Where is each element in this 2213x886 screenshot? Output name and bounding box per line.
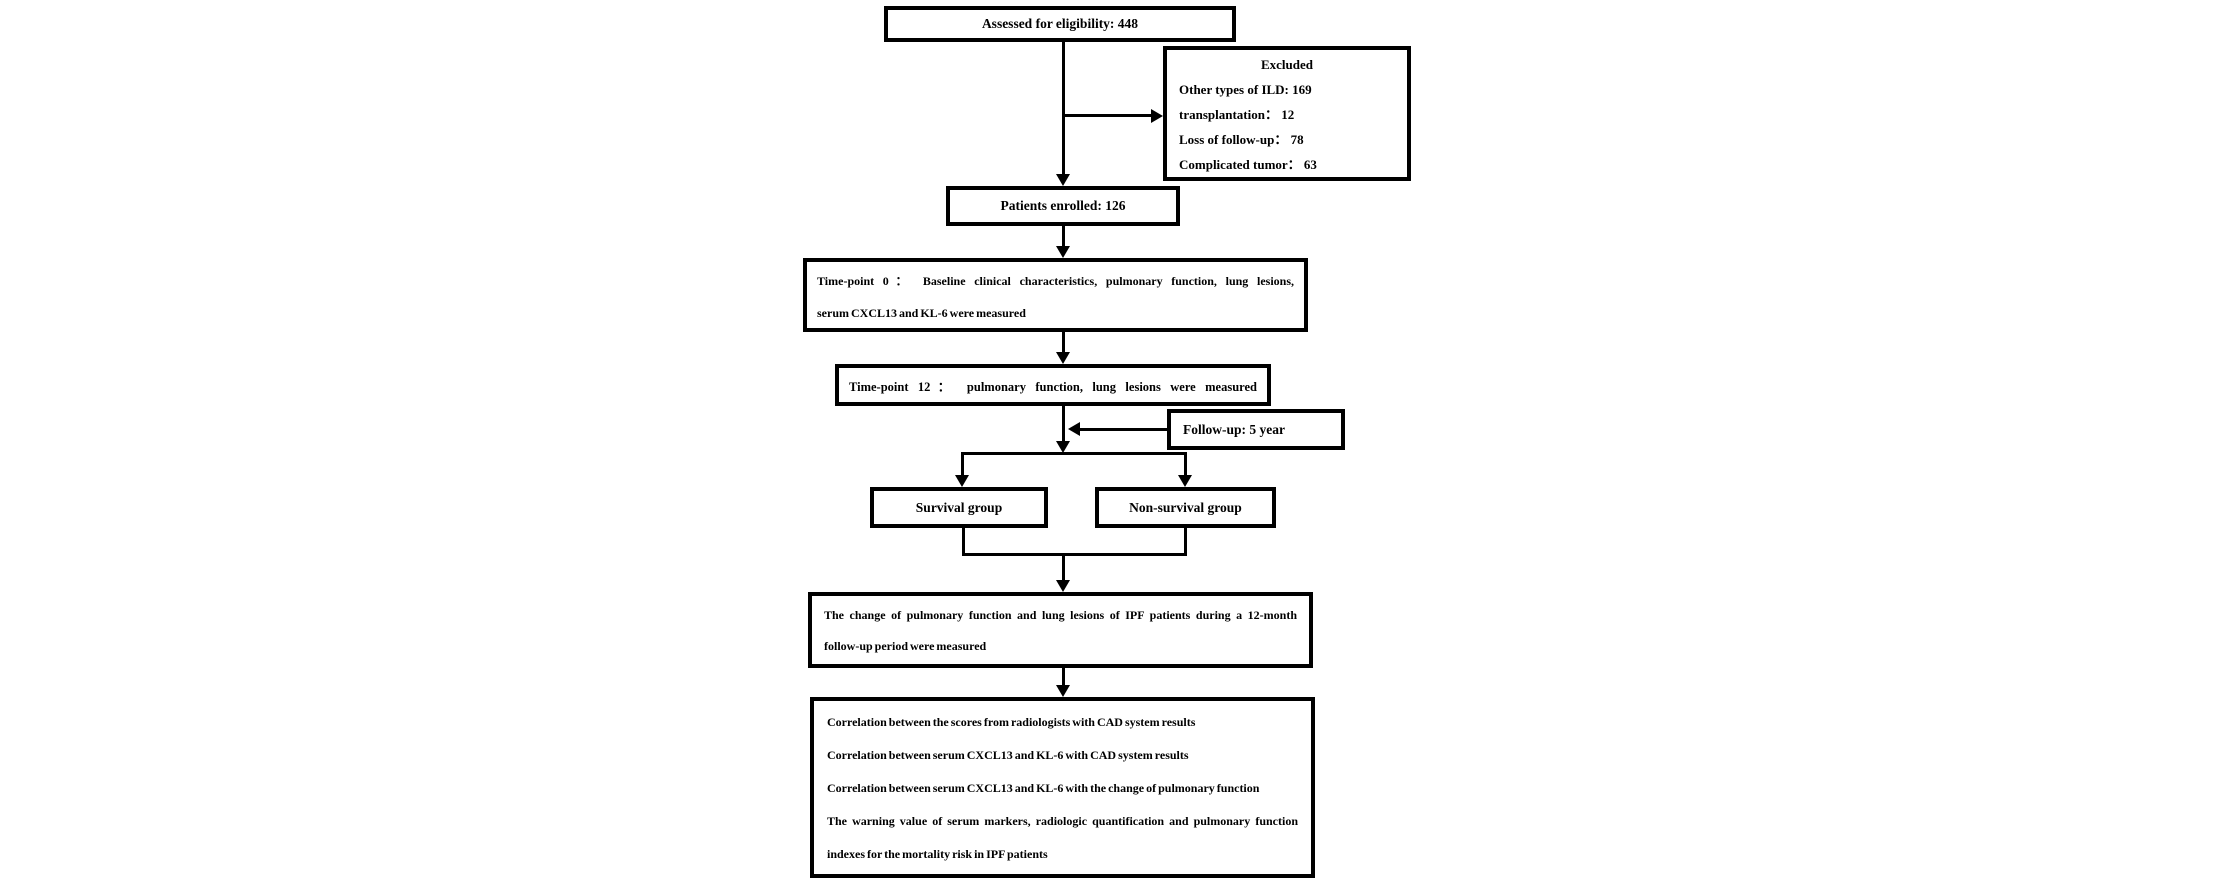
box-non-survival-group: Non-survival group — [1095, 487, 1276, 528]
outcomes-line-mortality-risk: indexes for the mortality risk in IPF pa… — [827, 847, 1048, 861]
arrowhead-down-into-outcomes — [1056, 685, 1070, 697]
arrowhead-down-into-timepoint12 — [1056, 352, 1070, 364]
excluded-title: Excluded — [1260, 57, 1313, 72]
box-change-pulmonary-function: The change of pulmonary function and lun… — [808, 592, 1313, 668]
timepoint-12-text: Time-point 12： pulmonary function, lung … — [849, 379, 1257, 394]
outcomes-line-warning-value: The warning value of serum markers, radi… — [827, 814, 1298, 828]
timepoint-0-line-1: Time-point 0： Baseline clinical characte… — [817, 274, 1294, 288]
arrowhead-left-from-followup — [1068, 422, 1080, 436]
box-assessed-eligibility: Assessed for eligibility: 448 — [884, 6, 1236, 42]
excluded-line-other-ild: Other types of ILD: 169 — [1179, 82, 1312, 97]
arrowhead-down-into-change — [1056, 580, 1070, 592]
box-patients-enrolled: Patients enrolled: 126 — [946, 186, 1180, 226]
outcomes-line-serum-cad: Correlation between serum CXCL13 and KL-… — [827, 748, 1189, 762]
survival-group-text: Survival group — [915, 499, 1003, 515]
change-line-1: The change of pulmonary function and lun… — [824, 608, 1297, 622]
connector-enrolled-to-timepoint0 — [1062, 226, 1065, 248]
box-followup-5-year: Follow-up: 5 year — [1167, 409, 1345, 450]
non-survival-group-text: Non-survival group — [1129, 499, 1242, 515]
outcomes-line-radiologists-cad: Correlation between the scores from radi… — [827, 715, 1196, 729]
excluded-line-loss-followup: Loss of follow-up： 78 — [1179, 132, 1304, 147]
outcomes-line-serum-pulmonary: Correlation between serum CXCL13 and KL-… — [827, 781, 1260, 795]
merge-bottom-horizontal — [962, 553, 1187, 556]
connector-timepoint12-to-branch — [1062, 406, 1065, 442]
arrowhead-right-into-excluded — [1151, 109, 1163, 123]
box-timepoint-12: Time-point 12： pulmonary function, lung … — [835, 364, 1271, 406]
connector-followup-to-main-axis — [1080, 428, 1167, 431]
box-excluded: Excluded Other types of ILD: 169 transpl… — [1163, 46, 1411, 181]
box-timepoint-0: Time-point 0： Baseline clinical characte… — [803, 258, 1308, 332]
branch-top-horizontal — [961, 452, 1187, 455]
assessed-eligibility-text: Assessed for eligibility: 448 — [981, 16, 1139, 31]
connector-change-to-outcomes — [1062, 668, 1065, 686]
arrowhead-down-into-survival — [955, 475, 969, 487]
excluded-line-transplantation: transplantation： 12 — [1179, 107, 1295, 122]
merge-left-drop — [962, 528, 965, 556]
box-survival-group: Survival group — [870, 487, 1048, 528]
patients-enrolled-text: Patients enrolled: 126 — [1000, 198, 1126, 213]
connector-merge-to-change — [1062, 556, 1065, 581]
excluded-line-complicated-tumor: Complicated tumor： 63 — [1179, 157, 1317, 172]
arrowhead-down-into-timepoint0 — [1056, 246, 1070, 258]
change-line-2: follow-up period were measured — [824, 639, 987, 653]
arrowhead-down-into-enrolled — [1056, 174, 1070, 186]
connector-to-excluded — [1063, 114, 1152, 117]
branch-left-drop — [961, 452, 964, 476]
timepoint-0-line-2: serum CXCL13 and KL-6 were measured — [817, 306, 1026, 320]
connector-assessed-to-enrolled — [1062, 42, 1065, 175]
arrowhead-down-into-non-survival — [1178, 475, 1192, 487]
merge-right-drop — [1184, 528, 1187, 556]
connector-timepoint0-to-timepoint12 — [1062, 332, 1065, 353]
box-analysis-outcomes: Correlation between the scores from radi… — [810, 697, 1315, 878]
branch-right-drop — [1184, 452, 1187, 476]
followup-text: Follow-up: 5 year — [1183, 421, 1285, 437]
arrowhead-down-onto-branch — [1056, 441, 1070, 453]
